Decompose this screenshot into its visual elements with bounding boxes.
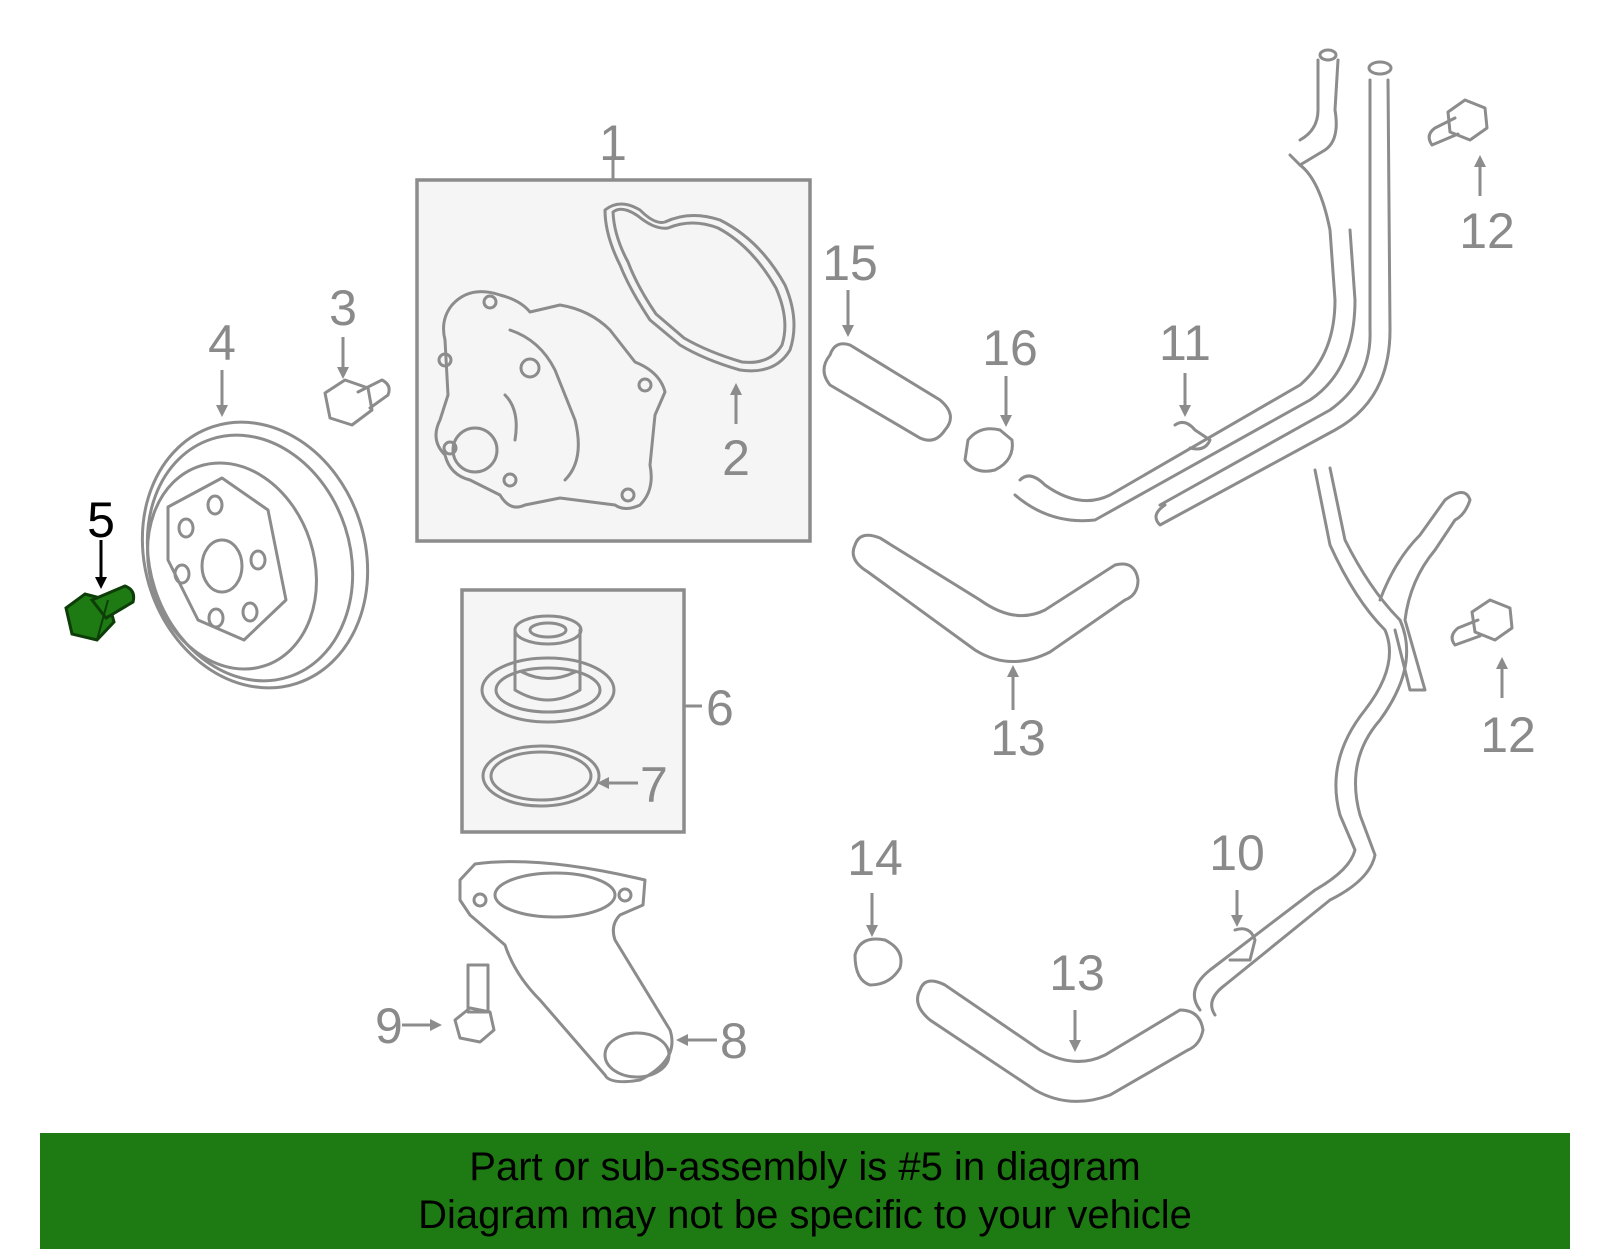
- pulley: [140, 420, 370, 690]
- callout-2: 2: [722, 430, 750, 486]
- pipe-11: [1018, 153, 1337, 503]
- callout-11: 11: [1159, 315, 1211, 371]
- bolt-12-lower: [1450, 598, 1514, 647]
- banner-line-2: Diagram may not be specific to your vehi…: [418, 1193, 1192, 1237]
- hose-13-upper: [851, 533, 1140, 663]
- clamp-14: [853, 937, 903, 987]
- bolt-12-upper: [1427, 98, 1489, 147]
- callout-arrows: [95, 155, 1508, 1052]
- thermostat-gasket: [481, 744, 601, 808]
- callout-10: 10: [1209, 825, 1265, 881]
- pipe-10: [1210, 466, 1409, 1017]
- callout-13a: 13: [990, 710, 1046, 766]
- housing-bolt: [453, 963, 496, 1044]
- callout-13b: 13: [1049, 945, 1105, 1001]
- water-pump-body: [434, 290, 667, 510]
- pump-gasket: [603, 202, 796, 373]
- pulley-bolt: [323, 378, 391, 427]
- info-banner: Part or sub-assembly is #5 in diagram Di…: [40, 1133, 1570, 1249]
- thermostat: [480, 614, 616, 724]
- callout-4: 4: [208, 315, 236, 371]
- callout-12a: 12: [1459, 203, 1515, 259]
- clamp-16: [963, 427, 1014, 473]
- callout-9: 9: [375, 998, 403, 1054]
- callout-15: 15: [822, 235, 878, 291]
- callout-16: 16: [982, 320, 1038, 376]
- callout-1: 1: [599, 115, 627, 171]
- callout-14: 14: [847, 830, 903, 886]
- hose-15: [822, 342, 952, 442]
- callout-5: 5: [87, 492, 115, 548]
- outlet-housing: [458, 860, 674, 1084]
- callout-6: 6: [706, 680, 734, 736]
- highlighted-bolt: [64, 584, 136, 642]
- callout-3: 3: [329, 280, 357, 336]
- callout-7: 7: [640, 757, 668, 813]
- hose-13-lower: [916, 979, 1205, 1103]
- banner-line-1: Part or sub-assembly is #5 in diagram: [469, 1145, 1141, 1189]
- callout-8: 8: [720, 1013, 748, 1069]
- water-pump-assembly-box: [415, 178, 812, 543]
- callout-12b: 12: [1480, 707, 1536, 763]
